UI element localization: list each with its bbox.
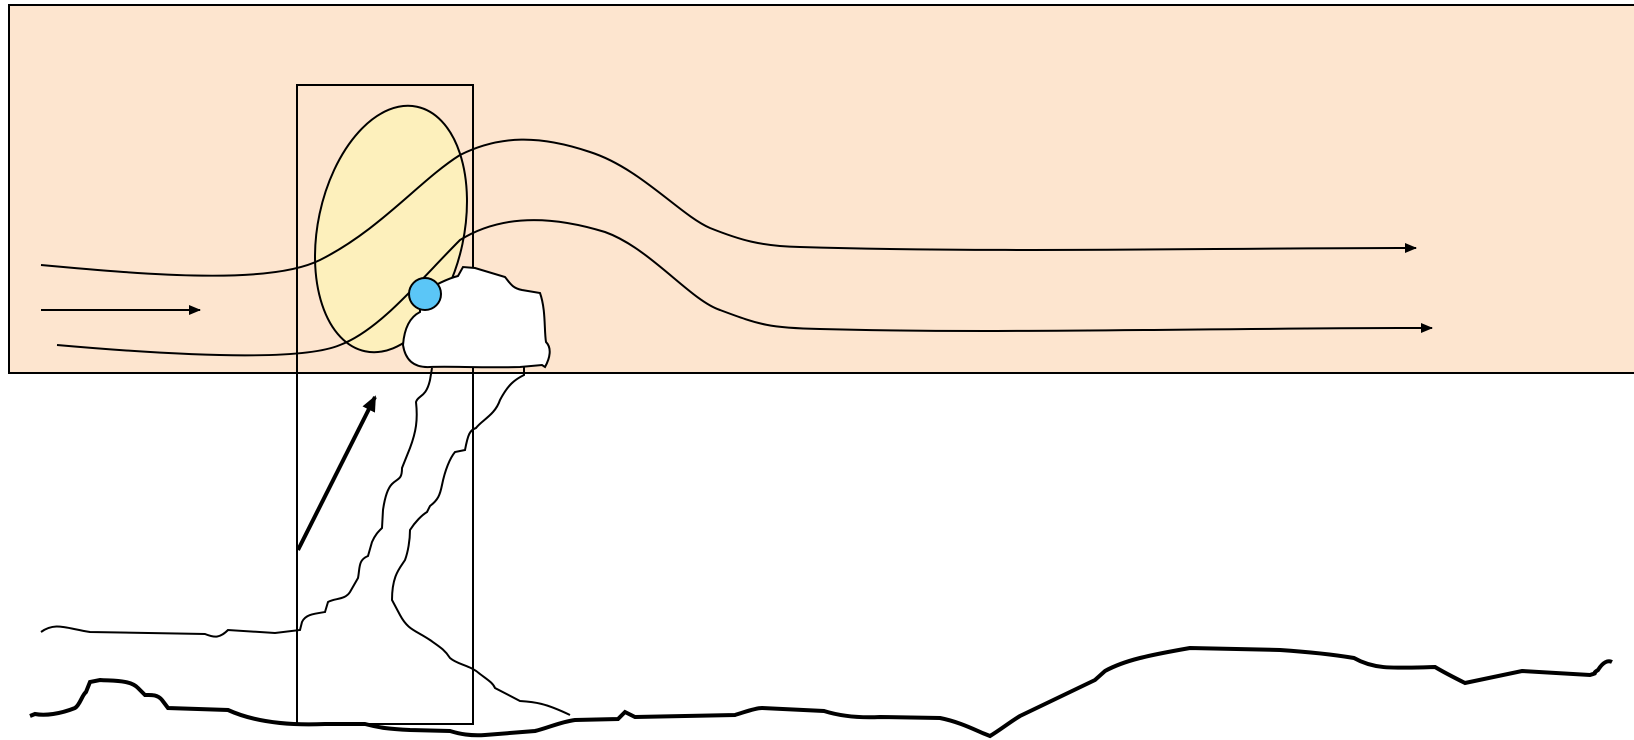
terrain-line [30, 648, 1612, 736]
source-dot [409, 278, 441, 310]
upper-band [9, 5, 1634, 373]
channel-left-bank [41, 368, 432, 637]
channel-right-bank [392, 366, 570, 715]
diagonal-arrow [298, 397, 375, 550]
